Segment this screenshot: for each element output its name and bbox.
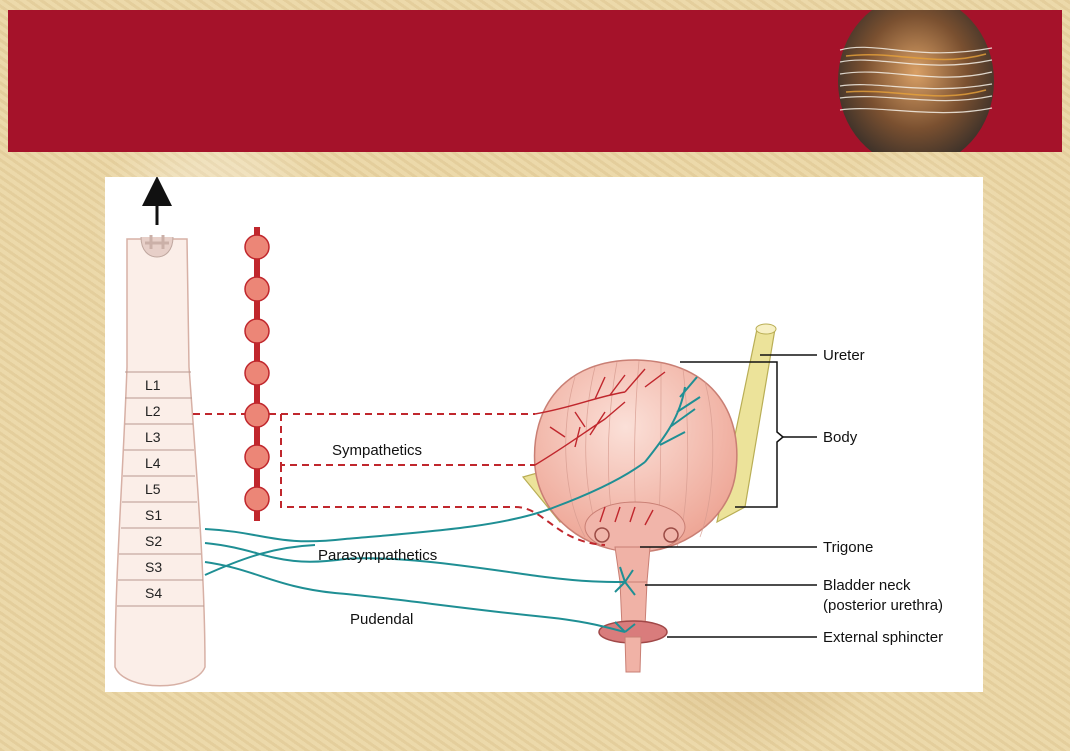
parasympathetics-label: Parasympathetics <box>318 547 437 564</box>
segment-label-l5: L5 <box>145 481 161 497</box>
trigone-label: Trigone <box>823 539 873 556</box>
ureter-label: Ureter <box>823 347 865 364</box>
banner-artwork <box>836 10 996 152</box>
segment-label-l1: L1 <box>145 377 161 393</box>
external-sphincter-label: External sphincter <box>823 629 943 646</box>
posterior-urethra-label: (posterior urethra) <box>823 597 943 614</box>
sympathetic-ganglion-chain <box>245 227 269 521</box>
segment-label-l4: L4 <box>145 455 161 471</box>
segment-label-s1: S1 <box>145 507 162 523</box>
segment-label-s2: S2 <box>145 533 162 549</box>
segment-label-l3: L3 <box>145 429 161 445</box>
segment-label-s4: S4 <box>145 585 162 601</box>
bladder-neck-label: Bladder neck <box>823 577 911 594</box>
segment-label-l2: L2 <box>145 403 161 419</box>
pudendal-label: Pudendal <box>350 611 413 628</box>
segment-label-s3: S3 <box>145 559 162 575</box>
diagram-panel: L1 L2 L3 L4 L5 S1 S2 S3 S4 <box>105 177 983 692</box>
body-label: Body <box>823 429 858 446</box>
sympathetics-label: Sympathetics <box>332 442 422 459</box>
